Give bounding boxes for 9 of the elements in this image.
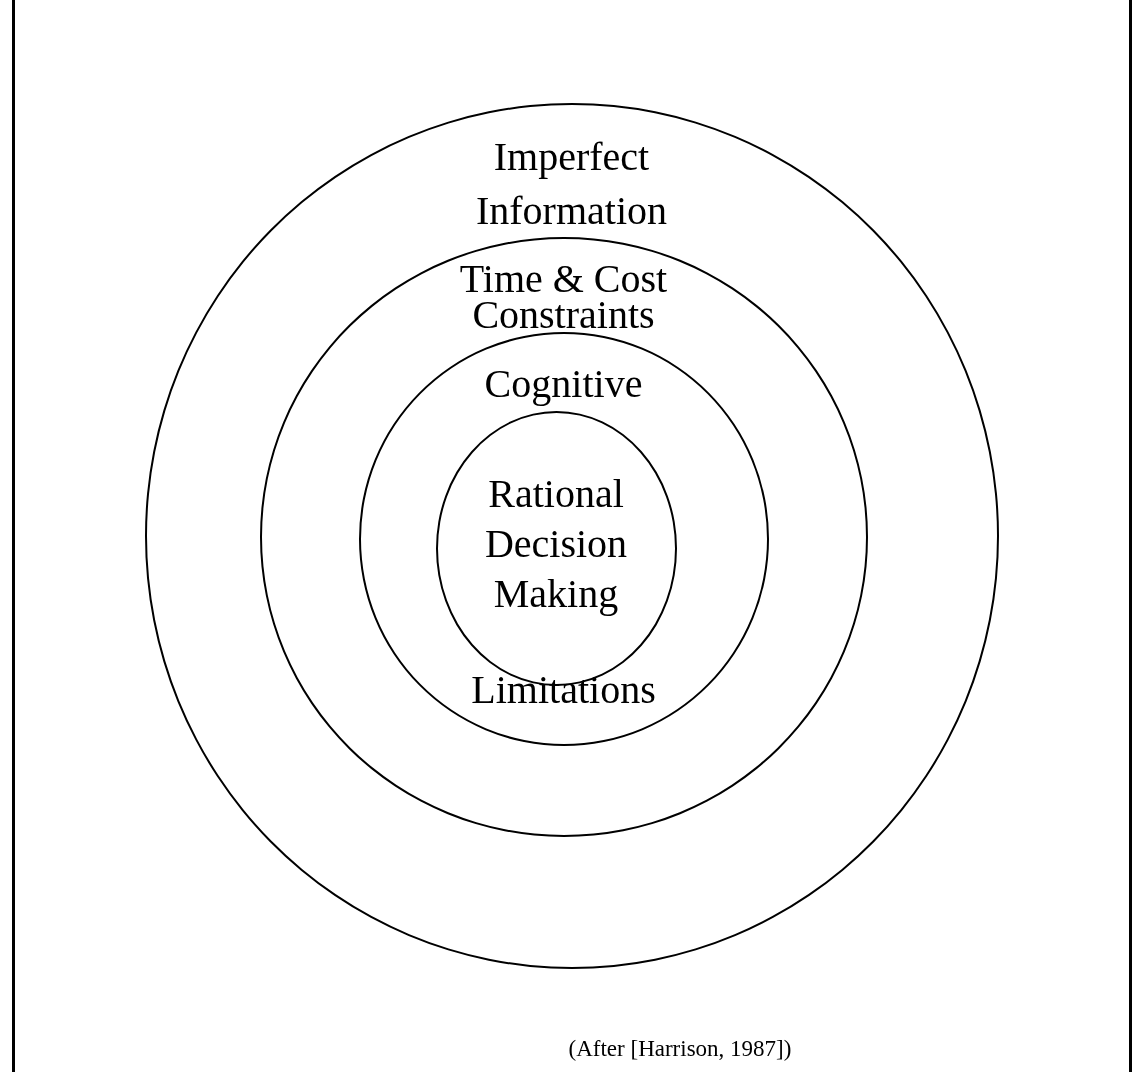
caption: (After [Harrison, 1987]): [567, 1036, 793, 1062]
circle: [145, 103, 999, 969]
circle-label: Cognitive: [483, 362, 644, 406]
circle-label: Limitations: [470, 668, 657, 712]
circle-label: Time & Cost Constraints: [458, 261, 669, 333]
circle: [359, 332, 769, 746]
circle-label: Rational Decision Making: [483, 470, 629, 618]
circle-label: Imperfect Information: [474, 133, 669, 235]
circle: [260, 237, 868, 837]
